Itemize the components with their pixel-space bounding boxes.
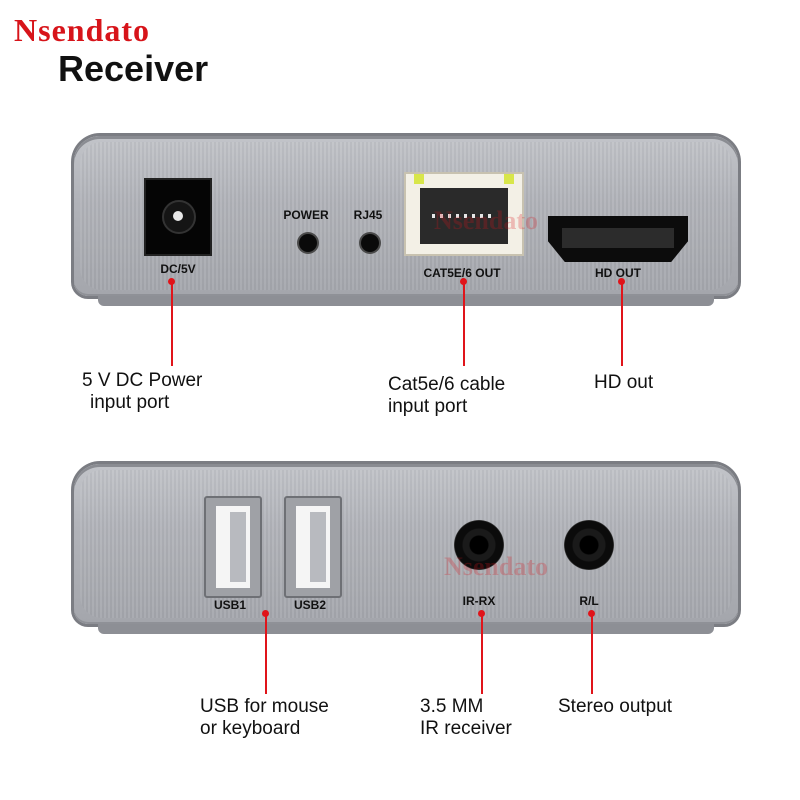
usb-callout-dot: [262, 610, 269, 617]
hd-callout-line: [621, 282, 623, 366]
usb2-label: USB2: [293, 598, 326, 612]
usb2-port: [284, 496, 342, 598]
rj45-lip: [440, 174, 488, 188]
brand-logo: Nsendato: [14, 12, 151, 48]
panel-base: [98, 624, 714, 634]
rj45-led-label: RJ45: [353, 208, 383, 222]
cat-callout-line: [463, 282, 465, 366]
dc-callout-line: [171, 282, 173, 366]
panel-texture: [80, 470, 732, 618]
hd-callout-dot: [618, 278, 625, 285]
cat-callout-line2: input port: [388, 396, 468, 417]
dc-callout-dot: [168, 278, 175, 285]
panel-base: [98, 296, 714, 306]
dc-callout-line1: 5 V DC Power: [82, 370, 203, 391]
page-title: Receiver: [58, 48, 209, 89]
hdmi-port: [548, 216, 688, 262]
ir-callout-dot: [478, 610, 485, 617]
usb1-port: [204, 496, 262, 598]
ir-callout-line2: IR receiver: [420, 718, 512, 739]
usb-callout-line2: or keyboard: [200, 718, 301, 739]
usb-callout-line1: USB for mouse: [200, 696, 329, 717]
rj45-right-indicator: [504, 174, 514, 184]
ir-callout-line: [481, 614, 483, 694]
cat-callout-dot: [460, 278, 467, 285]
rj45-left-indicator: [414, 174, 424, 184]
watermark: Nsendato: [444, 552, 549, 581]
usb-callout-line: [265, 614, 267, 694]
power-led-label: POWER: [283, 208, 329, 222]
dc-jack-hole: [162, 200, 196, 234]
hd-port-label: HD OUT: [595, 266, 641, 280]
stereo-callout: Stereo output: [558, 696, 673, 717]
power-led: [299, 234, 317, 252]
usb1-label: USB1: [213, 598, 246, 612]
cat-port-label: CAT5E/6 OUT: [423, 266, 501, 280]
ir-rx-jack: [454, 520, 504, 570]
receiver-front-panel: DC/5V POWER RJ45 CAT5E/6 OUT Nsendato HD…: [74, 136, 738, 306]
usb1-tongue: [230, 512, 246, 582]
dc-callout-line2: input port: [90, 392, 170, 413]
rj45-led: [361, 234, 379, 252]
rl-label: R/L: [579, 594, 599, 608]
ir-rx-label: IR-RX: [462, 594, 496, 608]
dc-power-jack: [144, 178, 212, 256]
hd-callout: HD out: [594, 372, 654, 393]
dc-port-label: DC/5V: [160, 262, 196, 276]
hdmi-inner: [562, 228, 674, 248]
watermark: Nsendato: [434, 206, 539, 235]
usb2-tongue: [310, 512, 326, 582]
stereo-callout-dot: [588, 610, 595, 617]
rj45-port: [404, 172, 524, 256]
ir-callout-line1: 3.5 MM: [420, 696, 484, 717]
cat-callout-line1: Cat5e/6 cable: [388, 374, 506, 395]
dc-jack-pin: [173, 211, 183, 221]
stereo-jack: [564, 520, 614, 570]
rj45-contacts: [432, 214, 496, 218]
receiver-rear-panel: USB1 USB2 IR-RX Nsendato R/L: [74, 464, 738, 634]
stereo-callout-line: [591, 614, 593, 694]
